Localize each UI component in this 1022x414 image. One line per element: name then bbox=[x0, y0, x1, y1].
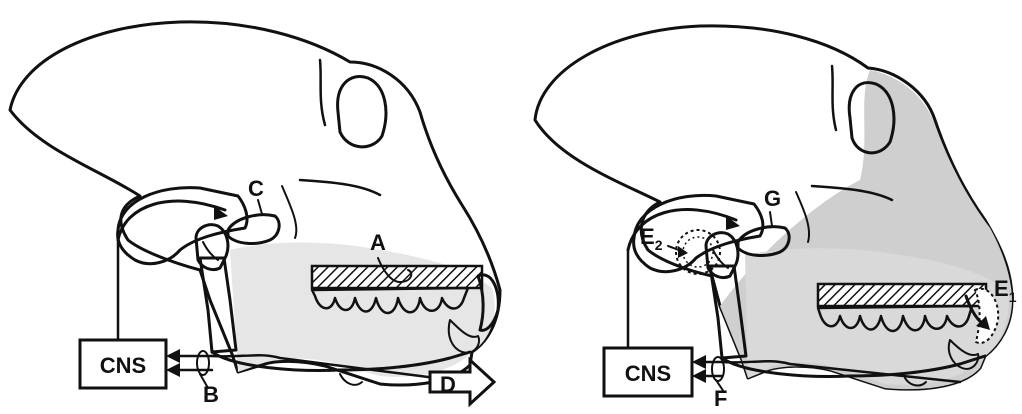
right-label-f: F bbox=[714, 386, 727, 409]
right-label-e1-base: E bbox=[994, 276, 1009, 301]
right-panel: CNS G E2 E1 F bbox=[535, 26, 1017, 409]
left-hatched-bar bbox=[312, 266, 482, 288]
left-c-arrow bbox=[118, 201, 225, 240]
left-orbit bbox=[338, 77, 386, 147]
left-panel: CNS C A B D bbox=[10, 22, 500, 407]
right-label-e1: E1 bbox=[994, 276, 1017, 305]
right-label-e2-base: E bbox=[640, 224, 655, 249]
left-cns-label: CNS bbox=[100, 353, 146, 378]
left-ramus bbox=[200, 258, 236, 352]
right-label-g: G bbox=[764, 186, 781, 211]
right-label-e2: E2 bbox=[640, 224, 663, 253]
left-label-d: D bbox=[440, 372, 456, 397]
right-cns-label: CNS bbox=[625, 361, 671, 386]
left-label-c: C bbox=[248, 176, 264, 201]
right-hatched-bar bbox=[818, 284, 986, 306]
right-label-e1-sub: 1 bbox=[1009, 289, 1017, 305]
right-label-e2-sub: 2 bbox=[655, 237, 663, 253]
left-label-b: B bbox=[203, 382, 219, 407]
left-label-a: A bbox=[370, 230, 386, 255]
